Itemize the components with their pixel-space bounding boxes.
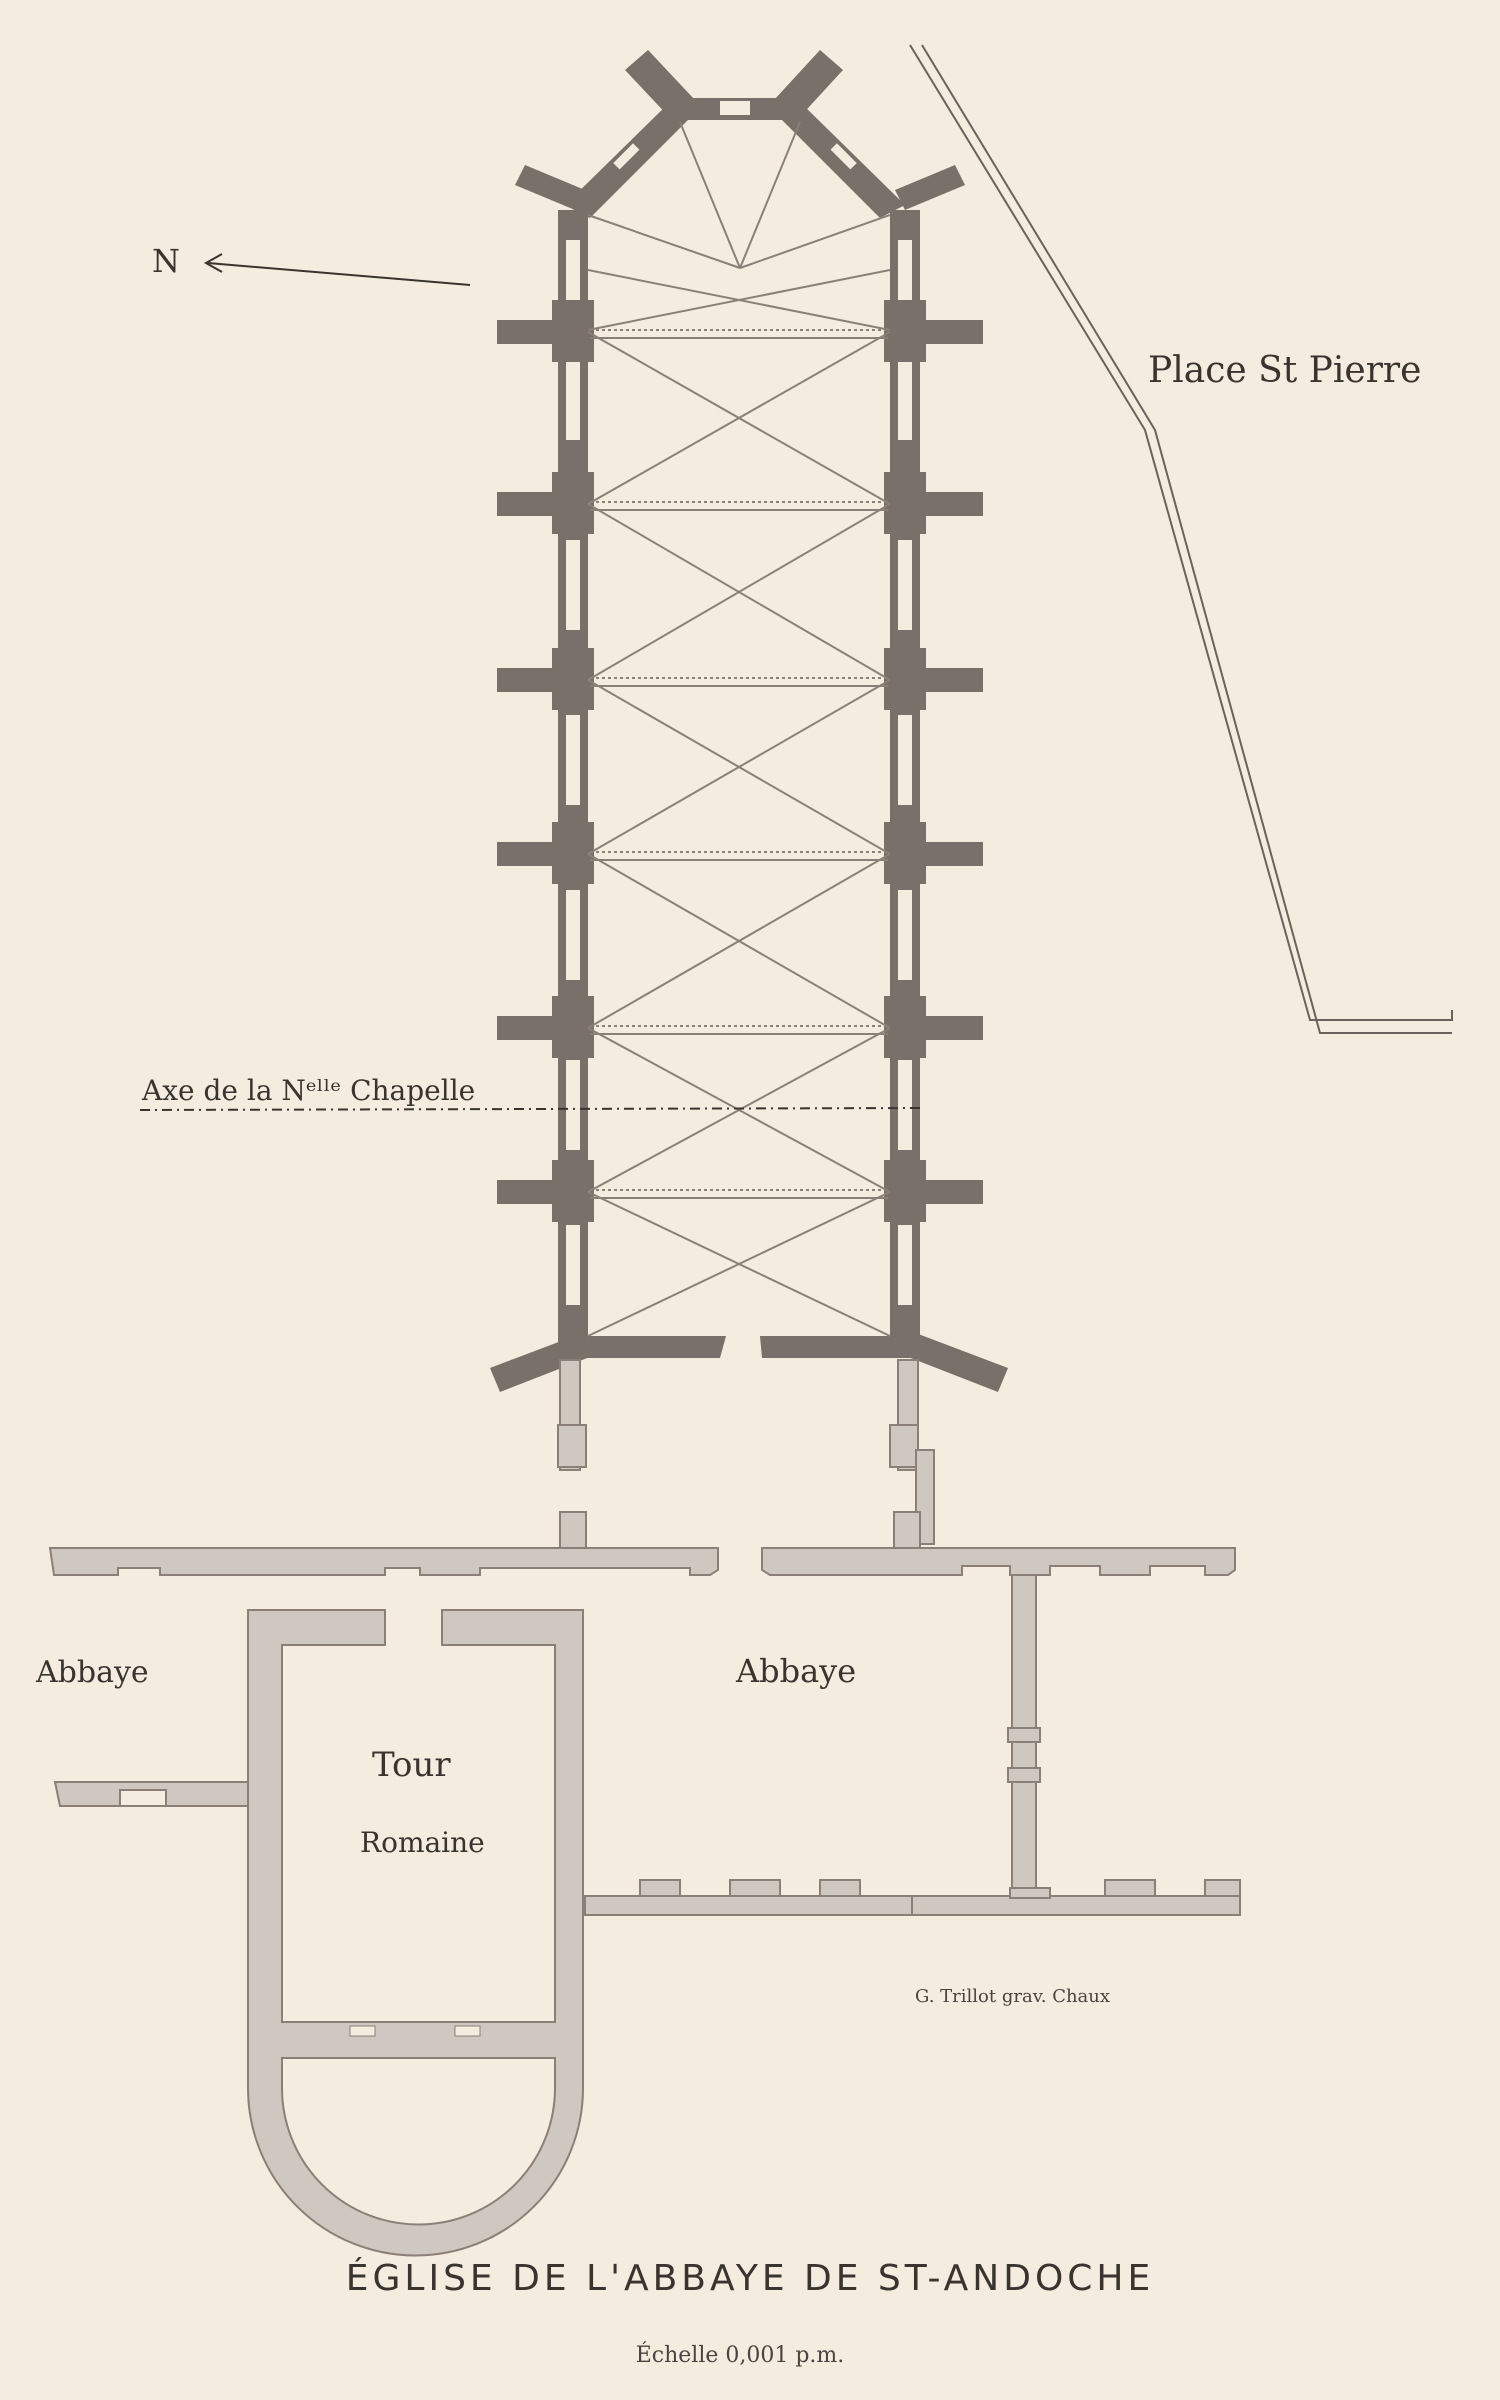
- romaine-label: Romaine: [360, 1826, 485, 1859]
- place-label: Place St Pierre: [1148, 350, 1421, 391]
- place-st-pierre-outline: [909, 44, 1453, 1034]
- tour-label: Tour: [372, 1745, 451, 1785]
- north-label: N: [152, 242, 180, 280]
- church-plan: [490, 50, 1008, 1392]
- scale-label: Échelle 0,001 p.m.: [636, 2341, 845, 2368]
- axis-label: Axe de la Nᵉˡˡᵉ Chapelle: [141, 1074, 475, 1107]
- plate-title: ÉGLISE DE L'ABBAYE DE ST-ANDOCHE: [346, 2257, 1154, 2299]
- roman-tower: [247, 1609, 584, 2257]
- facade-wall: [765, 1336, 920, 1358]
- apse-buttress: [515, 165, 585, 210]
- chapel-axis: Axe de la Nᵉˡˡᵉ Chapelle: [139, 1074, 926, 1111]
- facade-wall: [558, 1336, 718, 1358]
- facade-buttress: [903, 1332, 1008, 1392]
- rib-vaults: [587, 121, 891, 1337]
- abbey-structures: [48, 1359, 1241, 2257]
- abbaye-left-label: Abbaye: [35, 1655, 149, 1690]
- engraver-credit: G. Trillot grav. Chaux: [915, 1986, 1110, 2007]
- abbaye-right-label: Abbaye: [735, 1652, 856, 1690]
- north-arrow: N: [152, 242, 471, 286]
- apse-buttress: [895, 165, 965, 210]
